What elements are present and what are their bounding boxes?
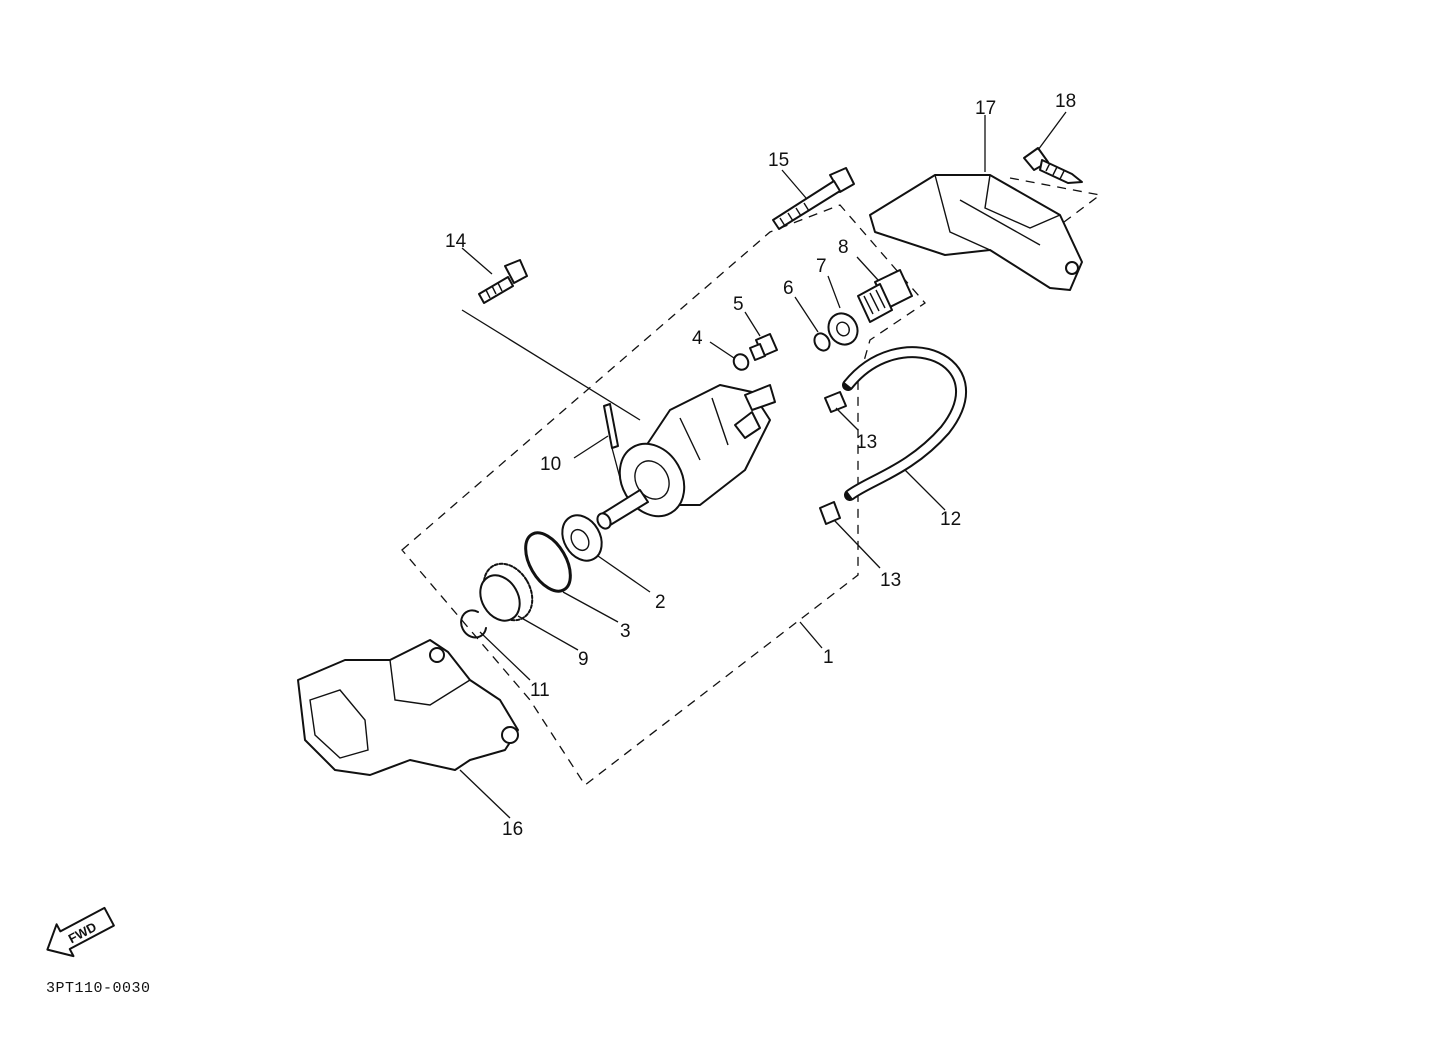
washer-4 — [709, 341, 750, 371]
nut-7 — [827, 275, 859, 346]
callout-2: 2 — [655, 592, 666, 613]
housing-16 — [297, 639, 519, 819]
diagram-code: 3PT110-0030 — [46, 980, 151, 997]
leader-14 — [461, 247, 493, 275]
cover-plate-17 — [869, 115, 1102, 291]
leader-1 — [799, 621, 823, 649]
callout-5: 5 — [733, 294, 744, 315]
callout-13b: 13 — [880, 570, 901, 591]
callout-3: 3 — [620, 621, 631, 642]
callout-18: 18 — [1055, 91, 1076, 112]
callout-16: 16 — [502, 819, 523, 840]
callout-14: 14 — [445, 231, 467, 252]
bolt-14 — [461, 259, 641, 421]
callout-6: 6 — [783, 278, 794, 299]
callout-9: 9 — [578, 649, 589, 670]
callout-11: 11 — [530, 680, 550, 701]
callout-4: 4 — [692, 328, 703, 349]
o-ring-3 — [524, 531, 619, 623]
plug-bolt-8 — [856, 256, 913, 323]
callout-17: 17 — [975, 98, 996, 119]
callout-1: 1 — [823, 647, 834, 668]
callout-12: 12 — [940, 509, 961, 530]
hose-12 — [842, 346, 967, 511]
clamp-13b — [819, 501, 881, 569]
oil-pump-body — [596, 384, 776, 530]
bearing-2 — [561, 514, 651, 593]
circlip-11 — [460, 609, 531, 681]
bolt-15 — [772, 167, 855, 230]
callout-13a: 13 — [856, 432, 877, 453]
gear-9 — [479, 562, 579, 651]
pin-10 — [573, 403, 621, 479]
fwd-arrow-icon: FWD — [46, 906, 115, 958]
screw-18 — [1023, 111, 1083, 184]
leader-15 — [781, 169, 807, 199]
clamp-13a — [824, 391, 859, 431]
callout-8: 8 — [838, 237, 849, 258]
washer-6 — [794, 296, 831, 352]
bolt-5 — [744, 311, 778, 361]
callout-15: 15 — [768, 150, 789, 171]
callout-10: 10 — [540, 454, 561, 475]
callout-7: 7 — [816, 256, 827, 277]
